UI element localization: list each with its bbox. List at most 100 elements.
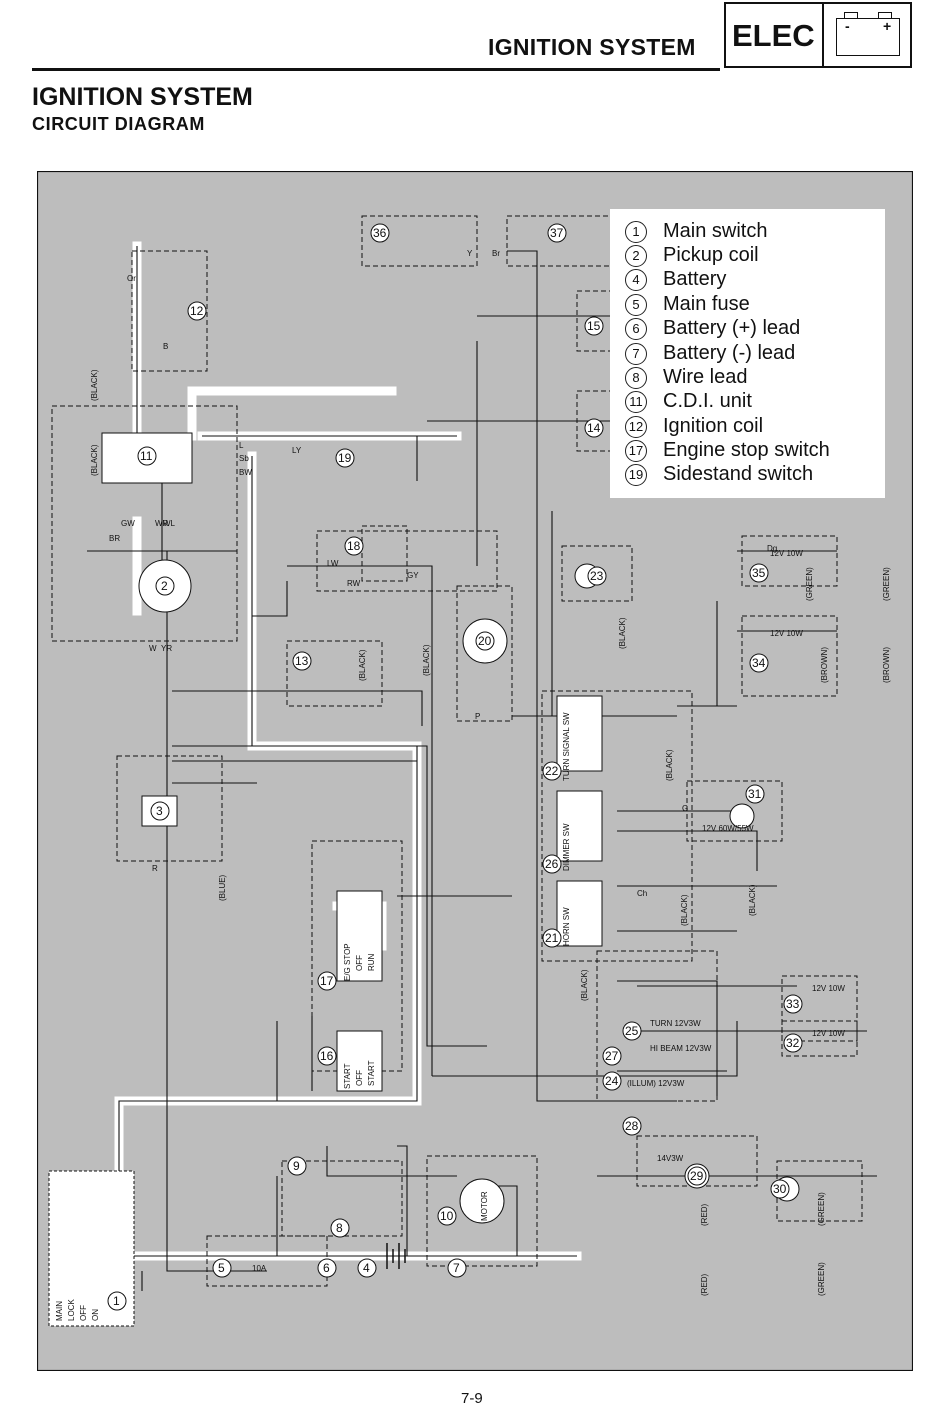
- conn-color-black-4: (BLACK): [422, 644, 431, 676]
- callout-10: [437, 1206, 457, 1226]
- legend-num: 12: [625, 415, 647, 438]
- svg-text:6: 6: [323, 1261, 330, 1275]
- bulb-31: [729, 803, 755, 829]
- callout-4: [357, 1258, 377, 1278]
- legend-item: 19 Sidestand switch: [625, 463, 813, 487]
- component-number-labels: 1 2 3 4 5 6 7 8 9 10 11 12 13 14 15 16 1…: [113, 226, 800, 1308]
- conn-color-black-7: (BLACK): [680, 894, 689, 926]
- wire-color-labels: Or B W YR WR BR GW WL L Sb LY BW RW GY L…: [109, 249, 777, 898]
- svg-text:5: 5: [218, 1261, 225, 1275]
- legend-label: Main switch: [663, 220, 768, 243]
- conn-color-green-1: (GREEN): [805, 567, 814, 601]
- conn-color-black-3: (BLACK): [358, 649, 367, 681]
- conn-color-red-1: (RED): [700, 1203, 709, 1226]
- svg-text:9: 9: [293, 1159, 300, 1173]
- svg-text:YR: YR: [161, 644, 172, 653]
- svg-text:BR: BR: [109, 534, 120, 543]
- conn-color-brown-1: (BROWN): [820, 647, 829, 683]
- svg-text:25: 25: [625, 1024, 639, 1038]
- callout-33: [783, 994, 803, 1014]
- start-switch-block: [336, 1030, 383, 1092]
- horn-switch-block: [556, 880, 603, 947]
- svg-text:32: 32: [786, 1036, 800, 1050]
- wiring: [86, 246, 877, 1291]
- svg-text:11: 11: [140, 449, 153, 463]
- callout-19: [335, 448, 355, 468]
- callout-22: [542, 761, 562, 781]
- svg-text:28: 28: [625, 1119, 639, 1133]
- svg-text:L: L: [239, 441, 244, 450]
- callout-31: [745, 784, 765, 804]
- callout-9: [287, 1156, 307, 1176]
- callout-1: [107, 1291, 127, 1311]
- svg-text:7: 7: [453, 1261, 460, 1275]
- svg-text:LY: LY: [292, 446, 302, 455]
- callout-21: [542, 928, 562, 948]
- legend-label: Main fuse: [663, 293, 750, 316]
- svg-text:22: 22: [545, 764, 559, 778]
- callout-12: [187, 301, 207, 321]
- conn-color-black-9: (BLACK): [580, 969, 589, 1001]
- svg-text:27: 27: [605, 1049, 619, 1063]
- svg-text:Dg: Dg: [767, 544, 777, 553]
- svg-text:10: 10: [440, 1209, 454, 1223]
- legend-num: 11: [625, 390, 647, 413]
- starter-motor-symbol: [459, 1178, 505, 1224]
- bulb-rating-34: 12V 10W: [770, 629, 803, 638]
- conn-color-black-1: (BLACK): [90, 369, 99, 401]
- dimmer-title: DIMMER SW: [562, 823, 571, 871]
- bulb-rating-27: HI BEAM 12V3W: [650, 1044, 712, 1053]
- svg-text:1: 1: [113, 1294, 120, 1308]
- callout-18: [344, 536, 364, 556]
- svg-text:19: 19: [338, 451, 352, 465]
- callout-11: [137, 446, 157, 466]
- callout-2: [155, 576, 175, 596]
- legend-num: 8: [625, 366, 647, 389]
- component-boxes: [51, 215, 863, 1287]
- elec-badge: ELEC - +: [724, 2, 912, 68]
- svg-text:29: 29: [690, 1169, 704, 1183]
- conn-color-green-3: (GREEN): [817, 1192, 826, 1226]
- callout-8: [330, 1218, 350, 1238]
- component-numbers: [107, 223, 803, 1311]
- callout-13: [292, 651, 312, 671]
- turn-signal-switch-block: [556, 695, 603, 772]
- svg-text:33: 33: [786, 997, 800, 1011]
- svg-text:36: 36: [373, 226, 387, 240]
- callout-17: [317, 971, 337, 991]
- svg-text:Sb: Sb: [239, 454, 249, 463]
- section-title: IGNITION SYSTEM: [488, 34, 696, 60]
- horn-switch-title: HORN SW: [562, 907, 571, 946]
- legend-label: Pickup coil: [663, 244, 759, 267]
- callout-29: [687, 1166, 707, 1186]
- svg-text:21: 21: [545, 931, 559, 945]
- page-title: IGNITION SYSTEM: [32, 83, 253, 111]
- turn-signal-title: TURN SIGNAL SW: [562, 712, 571, 781]
- legend-label: Ignition coil: [663, 415, 764, 438]
- conn-color-green-4: (GREEN): [817, 1262, 826, 1296]
- callout-7: [447, 1258, 467, 1278]
- callout-5: [212, 1258, 232, 1278]
- page-subtitle: CIRCUIT DIAGRAM: [32, 114, 205, 134]
- callout-28: [622, 1116, 642, 1136]
- conn-color-black-2: (BLACK): [90, 444, 99, 476]
- svg-text:GW: GW: [121, 519, 135, 528]
- legend-label: C.D.I. unit: [663, 390, 752, 413]
- svg-text:WR: WR: [155, 519, 169, 528]
- main-switch-off: OFF: [79, 1305, 88, 1321]
- svg-text:WL: WL: [163, 519, 176, 528]
- motor-label: MOTOR: [480, 1191, 489, 1221]
- legend-num: 4: [625, 268, 647, 291]
- eg-stop-title: E/G STOP: [343, 943, 352, 981]
- svg-text:23: 23: [590, 569, 604, 583]
- legend-num: 19: [625, 463, 647, 486]
- svg-text:20: 20: [478, 634, 492, 648]
- callout-6: [317, 1258, 337, 1278]
- legend-label: Sidestand switch: [663, 463, 814, 486]
